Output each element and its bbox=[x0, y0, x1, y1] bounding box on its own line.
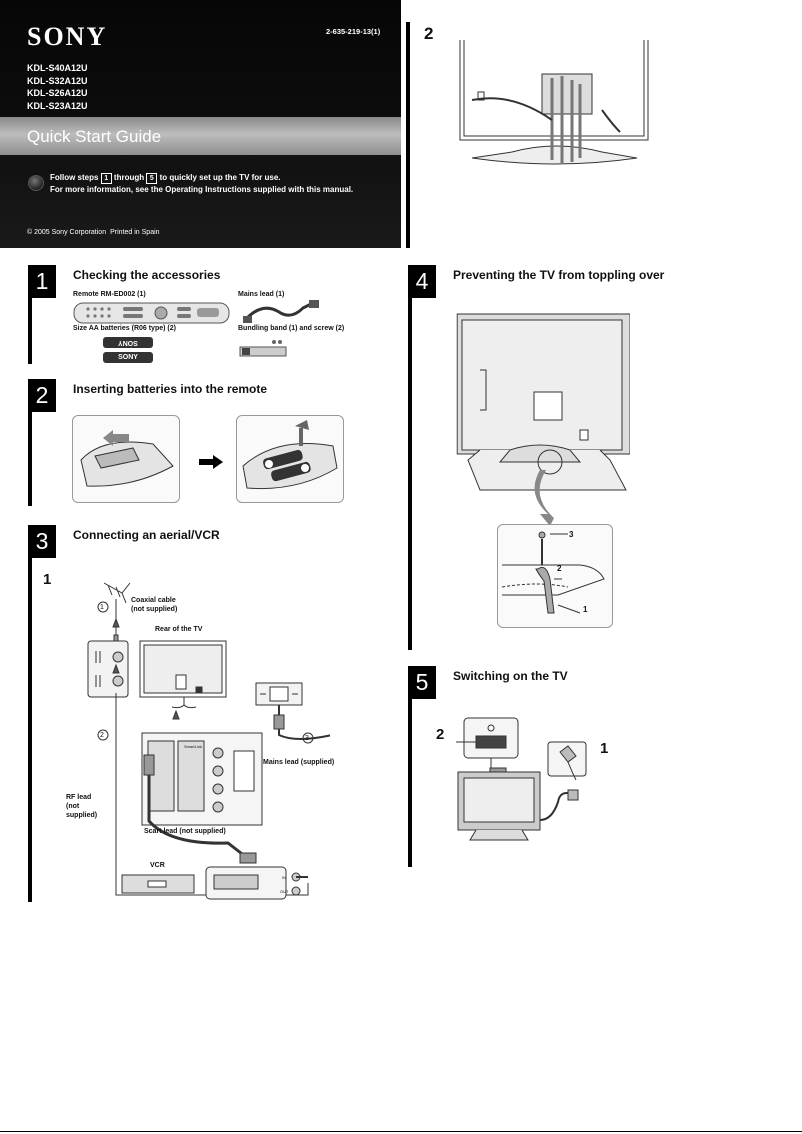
callout-2: 2 bbox=[100, 732, 104, 739]
callout-1: 1 bbox=[583, 605, 588, 614]
battery-icon: SONY bbox=[103, 337, 153, 348]
remote-control-illustration bbox=[73, 302, 230, 324]
model-list: KDL-S40A12U KDL-S32A12U KDL-S26A12U KDL-… bbox=[27, 62, 88, 112]
toppling-prevention-illustration bbox=[456, 313, 630, 526]
sony-logo: SONY bbox=[27, 22, 108, 51]
battery-icon: SONY bbox=[103, 352, 153, 363]
bundling-band-label: Bundling band (1) and screw (2) bbox=[238, 325, 345, 332]
section-number: 1 bbox=[28, 265, 56, 298]
aerial-vcr-connection-diagram bbox=[87, 582, 330, 900]
smartlink-label: SmartLink bbox=[184, 744, 203, 749]
batteries-label: Size AA batteries (R06 type) (2) bbox=[73, 325, 176, 332]
battery-insertion-illustration bbox=[236, 415, 344, 503]
section-number: 3 bbox=[28, 525, 56, 558]
mains-supplied-label: Mains lead (supplied) bbox=[263, 759, 335, 766]
guide-title: Quick Start Guide bbox=[27, 127, 162, 146]
scart-lead-label: Scart lead (not supplied) bbox=[144, 828, 226, 835]
model-item: KDL-S23A12U bbox=[27, 100, 88, 111]
section-rule bbox=[406, 22, 410, 248]
part-number: 2-635-219-13(1) bbox=[326, 27, 381, 36]
section-title: Inserting batteries into the remote bbox=[73, 382, 268, 396]
section-rule bbox=[408, 298, 412, 650]
vcr-in-label: IN bbox=[282, 875, 286, 880]
power-on-illustration bbox=[456, 717, 587, 841]
page-bottom-rule bbox=[0, 1131, 802, 1132]
section-number: 5 bbox=[408, 666, 436, 699]
step-number: 1 bbox=[43, 571, 52, 588]
rf-lead-label: RF lead (not supplied) bbox=[66, 794, 98, 819]
remote-label: Remote RM-ED002 (1) bbox=[73, 291, 146, 298]
step-number: 1 bbox=[600, 740, 609, 757]
model-item: KDL-S26A12U bbox=[27, 88, 88, 98]
section-title: Switching on the TV bbox=[453, 669, 568, 683]
vcr-out-label: OUT bbox=[280, 889, 289, 894]
info-text: Follow steps 1 through 5 to quickly set … bbox=[50, 173, 354, 194]
top-step-number: 2 bbox=[424, 24, 434, 43]
rear-of-tv-label: Rear of the TV bbox=[155, 626, 203, 633]
mains-lead-label: Mains lead (1) bbox=[238, 291, 285, 298]
coaxial-cable-label: Coaxial cable (not supplied) bbox=[131, 597, 178, 613]
info-bullet-icon bbox=[28, 175, 44, 191]
section-title: Connecting an aerial/VCR bbox=[73, 528, 220, 542]
step-number: 2 bbox=[436, 726, 445, 743]
bundling-band-illustration bbox=[239, 340, 287, 357]
section-rule bbox=[408, 699, 412, 867]
section-rule bbox=[28, 298, 32, 364]
section-number: 2 bbox=[28, 379, 56, 412]
title-band bbox=[0, 117, 401, 155]
step-box-icon: 5 bbox=[146, 173, 158, 184]
cover-header bbox=[0, 0, 401, 248]
model-item: KDL-S40A12U bbox=[27, 63, 88, 73]
section-rule bbox=[28, 412, 32, 506]
callout-1: 1 bbox=[100, 604, 104, 611]
step-box-icon: 1 bbox=[100, 173, 112, 184]
remote-cover-illustration bbox=[72, 415, 180, 503]
callout-3: 3 bbox=[569, 530, 574, 539]
section-number: 4 bbox=[408, 265, 436, 298]
strap-and-screw-detail bbox=[497, 524, 613, 628]
arrow-right-icon bbox=[199, 455, 223, 474]
model-item: KDL-S32A12U bbox=[27, 75, 88, 86]
section-title: Checking the accessories bbox=[73, 268, 221, 282]
section-rule bbox=[28, 558, 32, 902]
callout-2: 2 bbox=[557, 564, 562, 573]
callout-3: 3 bbox=[305, 735, 309, 742]
mains-lead-illustration bbox=[243, 300, 319, 323]
vcr-label: VCR bbox=[150, 862, 165, 869]
section-title: Preventing the TV from toppling over bbox=[453, 268, 665, 282]
cable-management-illustration bbox=[459, 40, 649, 165]
